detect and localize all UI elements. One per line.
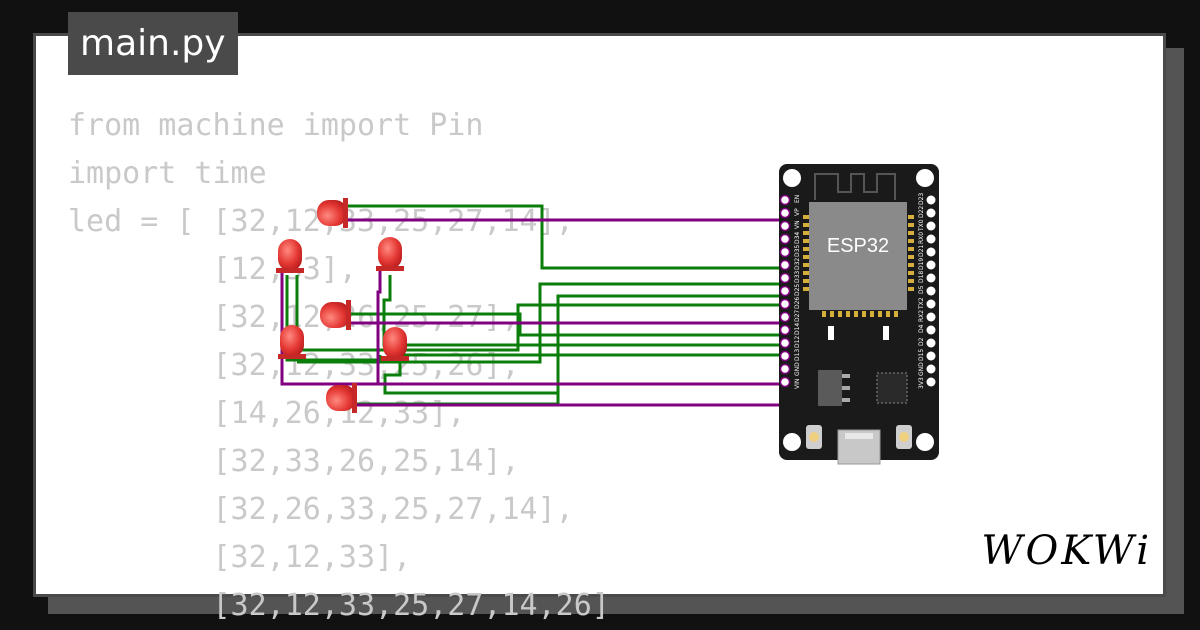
capacitor (828, 326, 834, 340)
pin-label: D4 (918, 324, 925, 333)
usb-chip (876, 372, 908, 404)
pin-label: D19 (918, 258, 925, 270)
led-1 (317, 198, 348, 228)
antenna-icon (814, 173, 896, 200)
led-6 (381, 327, 409, 361)
pin-label: D33 (794, 271, 801, 283)
pin-label: D14 (794, 323, 801, 335)
esp32-module (809, 202, 907, 310)
pin-label: D26 (794, 297, 801, 309)
mount-hole (783, 169, 801, 187)
led-7 (326, 383, 357, 413)
pin-label: D34 (794, 232, 801, 244)
code-line-10: [32,12,33], (68, 540, 412, 575)
wire-green-8 (383, 362, 558, 395)
mount-hole (783, 433, 801, 451)
voltage-regulator (818, 370, 842, 406)
pin-label: D13 (794, 349, 801, 361)
code-line-8: [32,33,26,25,14], (68, 444, 520, 479)
pin-label: D25 (794, 284, 801, 296)
pin-label: VN (794, 220, 801, 229)
pin-label: D22 (918, 206, 925, 218)
mount-hole (916, 169, 934, 187)
pin-label: EN (794, 195, 801, 203)
green-wires (285, 204, 790, 406)
wire-green-2 (285, 275, 382, 362)
left-pin-header: EN VP VN D34 D35 D32 D33 D25 D26 D27 D14… (779, 195, 801, 389)
wire-green-1 (345, 204, 790, 270)
purple-wires (280, 218, 790, 407)
pin-label: D32 (794, 258, 801, 270)
led-5 (278, 325, 306, 359)
capacitor (883, 326, 889, 340)
led-3-body (378, 237, 402, 269)
pin-label: TX2 (918, 297, 925, 310)
pin-label: RX0 (918, 232, 925, 244)
wire-purple-4 (376, 270, 382, 384)
pin-label: D18 (918, 271, 925, 283)
pin-label: D2 (918, 337, 925, 346)
pin-label: RX2 (918, 310, 925, 322)
led-4 (320, 300, 351, 330)
wire-green-4 (382, 275, 790, 347)
code-line-11: [32,12,33,25,27,14,26] (68, 588, 610, 623)
led-7-body (326, 385, 356, 411)
code-line-2: import time (68, 156, 267, 191)
led-1-body (317, 200, 347, 226)
code-line-1: from machine import Pin (68, 108, 484, 143)
led-4-body (320, 302, 350, 328)
pin-label: GND (794, 362, 801, 376)
code-line-9: [32,26,33,25,27,14], (68, 492, 574, 527)
chip-label: ESP32 (827, 235, 889, 257)
right-pin-header: D23 D22 TX0 RX0 D21 D19 D18 D5 TX2 RX2 D… (918, 193, 936, 389)
wokwi-logo: WOKWi (981, 528, 1152, 574)
mount-hole (916, 433, 934, 451)
esp32-board: ESP32 EN VP (779, 164, 939, 465)
pin-label: GND (918, 362, 925, 376)
led-5-body (280, 325, 304, 357)
pin-label: D21 (918, 245, 925, 257)
pin-label: D35 (794, 245, 801, 257)
led-2-body (278, 239, 302, 271)
pin-label: VIN (794, 379, 801, 389)
led-3 (376, 237, 404, 271)
code-line-5: [32,12,26,25,27], (68, 300, 520, 335)
pin-label: D12 (794, 336, 801, 348)
pin-label: 3V3 (918, 377, 925, 389)
pin-label: TX0 (918, 219, 925, 232)
pin-label: D27 (794, 310, 801, 322)
file-tab[interactable]: main.py (68, 12, 238, 75)
led-2 (276, 239, 304, 273)
wire-green-3 (295, 275, 790, 352)
pin-label: D5 (918, 285, 925, 294)
pin-label: VP (794, 208, 801, 216)
wire-purple-2 (280, 270, 790, 386)
pin-label: D23 (918, 193, 925, 205)
pin-label: D15 (918, 349, 925, 361)
led-6-body (383, 327, 407, 359)
